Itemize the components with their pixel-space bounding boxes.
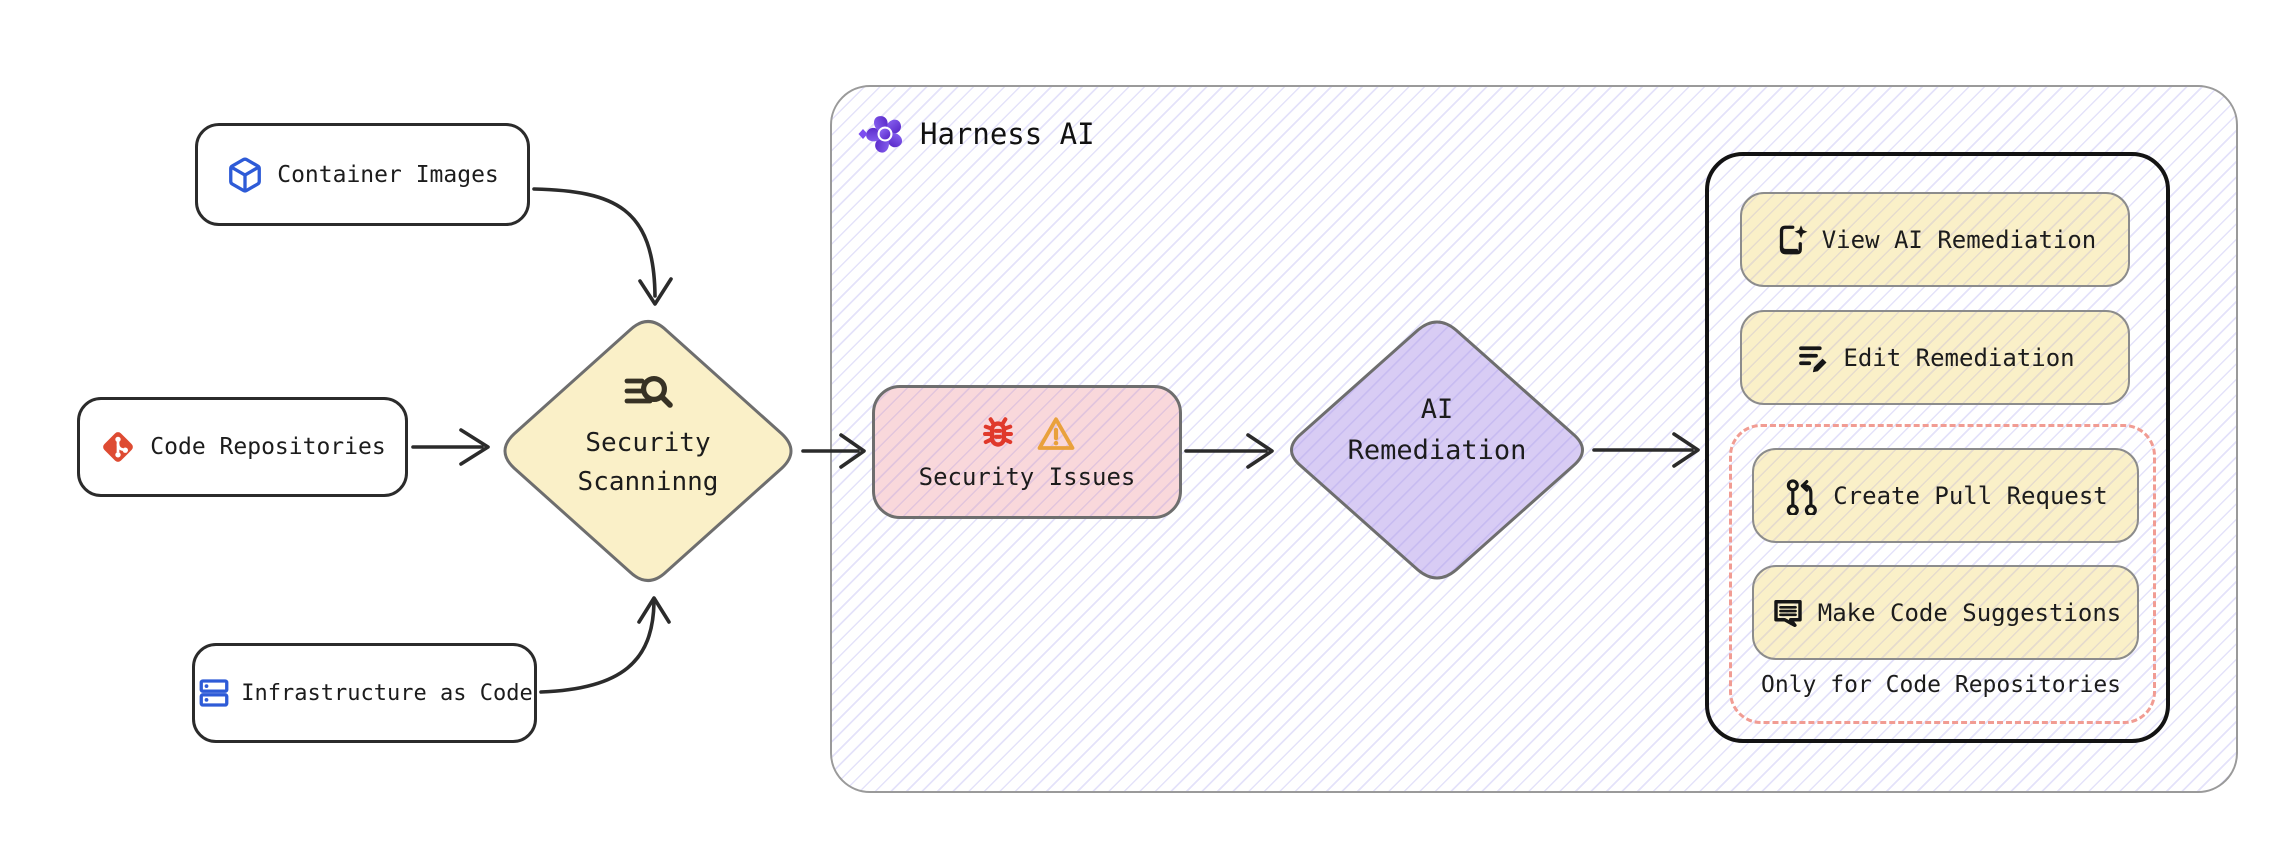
- security-issues-label: Security Issues: [918, 463, 1136, 491]
- harness-ai-header: Harness AI: [858, 109, 1095, 159]
- repo-only-note: Only for Code Repositories: [1761, 672, 2122, 698]
- ai-remediation-label-line1: AI: [1420, 394, 1454, 425]
- git-icon: [103, 432, 134, 462]
- search-list-icon: [624, 376, 673, 408]
- security-scanning-label-line2: Scanninng: [577, 467, 719, 497]
- infrastructure-as-code-node: Infrastructure as Code: [192, 643, 537, 743]
- code-suggestion-comment-icon: [1774, 599, 1802, 627]
- edit-remediation-label: Edit Remediation: [1843, 343, 2075, 372]
- create-pull-request-label: Create Pull Request: [1833, 481, 2108, 510]
- container-images-label: Container Images: [277, 161, 499, 188]
- bug-icon: [983, 417, 1013, 447]
- code-repositories-label: Code Repositories: [150, 434, 386, 460]
- security-issues-node: Security Issues: [872, 385, 1182, 519]
- code-repositories-node: Code Repositories: [77, 397, 408, 497]
- edit-list-pencil-icon: [1799, 345, 1827, 372]
- edit-remediation-button[interactable]: Edit Remediation: [1740, 310, 2130, 405]
- infrastructure-as-code-label: Infrastructure as Code: [241, 680, 533, 706]
- cube-icon: [229, 157, 262, 193]
- view-ai-remediation-label: View AI Remediation: [1821, 225, 2097, 254]
- warning-icon: [1037, 417, 1075, 450]
- repo-only-group: Create Pull Request Make Code Suggestion…: [1729, 424, 2156, 724]
- harness-ai-icon: [858, 116, 903, 153]
- make-code-suggestions-label: Make Code Suggestions: [1817, 598, 2122, 627]
- container-images-node: Container Images: [195, 123, 530, 226]
- server-stack-icon: [199, 679, 229, 707]
- security-scanning-label-line1: Security: [585, 428, 711, 458]
- remediation-actions-panel: View AI Remediation Edit Remediation: [1705, 152, 2170, 743]
- ai-remediation-node: AI Remediation: [1287, 389, 1587, 471]
- create-pull-request-button[interactable]: Create Pull Request: [1752, 448, 2139, 543]
- view-ai-remediation-button[interactable]: View AI Remediation: [1740, 192, 2130, 287]
- pull-request-icon: [1787, 478, 1818, 515]
- book-sparkle-icon: [1779, 224, 1808, 254]
- ai-remediation-label-line2: Remediation: [1347, 435, 1527, 466]
- security-scanning-node: Security Scanninng: [498, 372, 798, 502]
- make-code-suggestions-button[interactable]: Make Code Suggestions: [1752, 565, 2139, 660]
- harness-ai-title: Harness AI: [920, 117, 1095, 151]
